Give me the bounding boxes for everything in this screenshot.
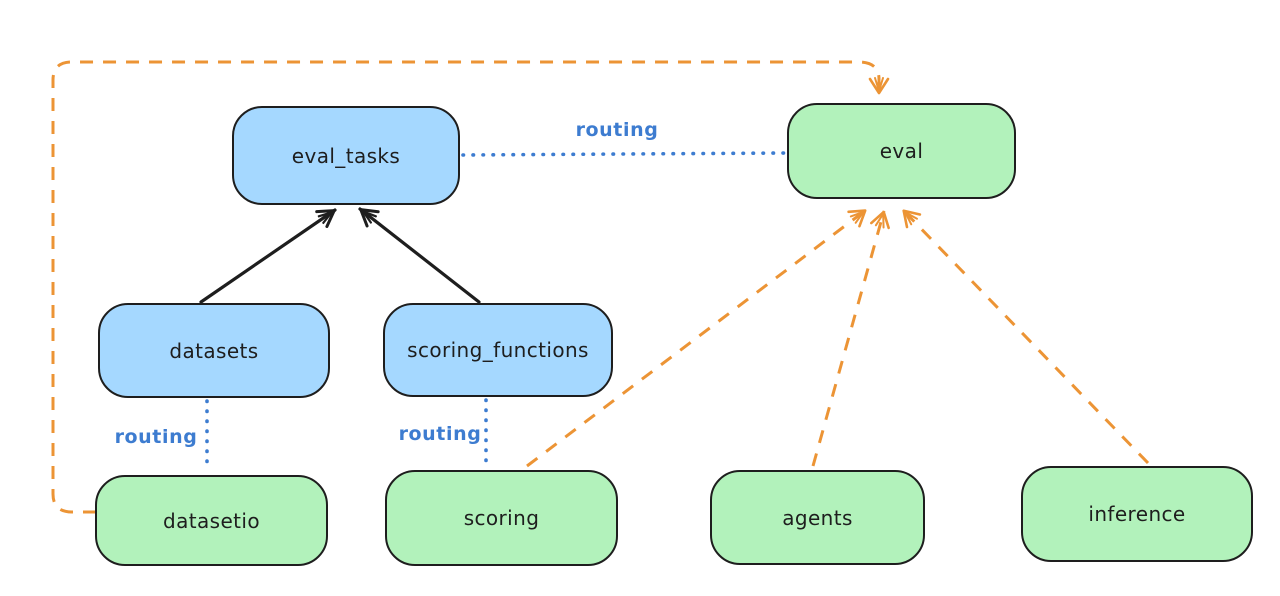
edge-scoring-functions-to-eval-tasks [358, 207, 481, 304]
node-datasets: datasets [98, 303, 330, 398]
node-datasets-label: datasets [169, 338, 259, 363]
edge-datasets-to-eval-tasks [199, 208, 337, 304]
node-scoring-label: scoring [463, 506, 540, 530]
node-inference-label: inference [1088, 502, 1186, 526]
node-eval-tasks: eval_tasks [232, 106, 460, 205]
node-eval-label: eval [879, 139, 924, 163]
routing-label-scoring-functions-scoring: routing [398, 423, 482, 445]
node-eval: eval [787, 103, 1016, 199]
edge-eval-tasks-to-eval [461, 151, 788, 157]
node-scoring-functions: scoring_functions [383, 303, 613, 397]
node-datasetio: datasetio [95, 475, 328, 566]
node-inference: inference [1021, 466, 1253, 562]
node-agents: agents [710, 470, 925, 565]
node-eval-tasks-label: eval_tasks [291, 143, 401, 168]
routing-label-datasets-datasetio: routing [114, 426, 198, 448]
edge-inference-to-eval [901, 208, 1150, 465]
edge-agents-to-eval [811, 210, 890, 467]
routing-label-eval-tasks-eval: routing [575, 119, 659, 141]
node-datasetio-label: datasetio [162, 508, 260, 533]
node-scoring: scoring [385, 470, 618, 566]
node-agents-label: agents [782, 505, 853, 530]
node-scoring-functions-label: scoring_functions [407, 338, 589, 362]
